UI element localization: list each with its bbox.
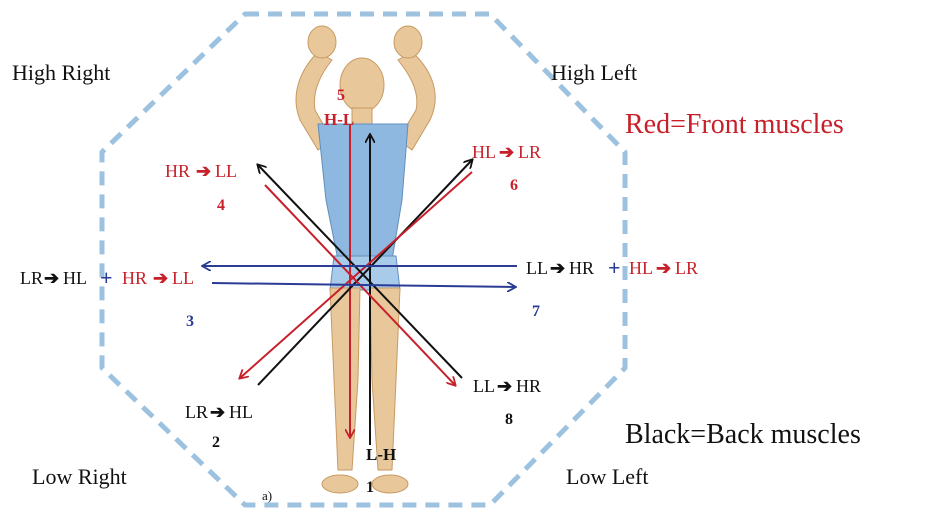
left-leg [370,288,400,470]
arrow-3-number: 3 [186,313,194,330]
arrow-8-number: 8 [505,411,513,428]
arrow-8-to: HR [516,376,541,396]
arrow-3-to-a: HL [63,268,87,288]
arrow-3-label: LR ➔ HL + HR ➔ LL [20,265,194,290]
arrow-3-from-a: LR [20,268,43,288]
arrow-2-label: LR ➔ HL [185,402,253,422]
right-hand [308,26,336,58]
arrow-5-number: 5 [337,87,345,104]
arrow-7-from-a: LL [526,258,548,278]
figure-label: a) [262,488,272,503]
arrow-4-from: HR [165,161,190,181]
arrow-7-symbol-a: ➔ [550,258,565,278]
left-hand [394,26,422,58]
neck [352,108,372,124]
arrow-7-plus: + [608,255,621,280]
arrow-6-to: LR [518,142,541,162]
arrow-2-to: HL [229,402,253,422]
corner-high-left: High Left [551,60,637,85]
arrow-1-label: L-H [366,445,396,464]
left-foot [372,475,408,493]
arrow-3-to-b: LL [172,268,194,288]
arrow-3-from-b: HR [122,268,147,288]
arrow-7-label: LL ➔ HR + HL ➔ LR [526,255,698,280]
arrow-4-number: 4 [217,197,225,214]
right-foot [322,475,358,493]
legend-red-front: Red=Front muscles [625,109,844,140]
corner-low-left: Low Left [566,464,648,489]
arrow-7-symbol-b: ➔ [656,258,671,278]
arrow-8-symbol: ➔ [497,376,512,396]
arrow-7-to-a: HR [569,258,594,278]
arrow-2-number: 2 [212,434,220,451]
arrow-7-number: 7 [532,303,540,320]
arrow-6-symbol: ➔ [499,142,514,162]
corner-low-right: Low Right [32,464,127,489]
head [340,58,384,112]
right-leg [330,288,360,470]
arrow-2-from: LR [185,402,208,422]
arrow-3-symbol-b: ➔ [153,268,168,288]
arrow-3-symbol-a: ➔ [44,268,59,288]
corner-high-right: High Right [12,60,110,85]
legend-black-back: Black=Back muscles [625,419,861,450]
arrow-4-symbol: ➔ [196,161,211,181]
arrow-4-label: HR ➔ LL [165,161,237,181]
arrow-2-symbol: ➔ [210,402,225,422]
arrow-6-number: 6 [510,177,518,194]
arrow-7-from-b: HL [629,258,653,278]
arrow-6-from: HL [472,142,496,162]
arrow-1-number: 1 [366,479,374,496]
arrow-8-from: LL [473,376,495,396]
arrow-3-plus: + [100,265,113,290]
arrow-4-to: LL [215,161,237,181]
arrow-7-to-b: LR [675,258,698,278]
arrow-6-label: HL ➔ LR [472,142,541,162]
arrow-5-label: H-L [324,110,354,129]
anatomy-figure [296,26,435,493]
arrow-8-label: LL ➔ HR [473,376,541,396]
